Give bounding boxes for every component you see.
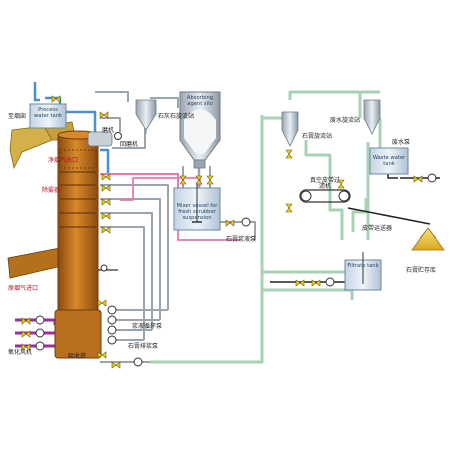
- gypsum-slurry-line: [120, 177, 201, 201]
- bleed-pump: [133, 357, 143, 367]
- label-belt-conveyor: 皮带运送器: [362, 225, 393, 232]
- label-waste-water-tank: Waste water tank: [372, 155, 406, 167]
- wastewater-cyclone: [363, 99, 381, 135]
- mill-to-cyclone: [100, 117, 121, 132]
- label-mixer-vessel: Mixer vessel for fresh scrubber suspensi…: [176, 203, 218, 221]
- recirc-4: [100, 226, 145, 340]
- ball-mill: [87, 131, 113, 147]
- ox-fan-2: [35, 328, 45, 338]
- recirc-pumps: [110, 309, 168, 341]
- label-demister: 除雾器: [42, 187, 61, 194]
- label-reheater: 至烟囱: [8, 113, 27, 120]
- raw-gas-duct: [7, 247, 63, 279]
- waste-water-tank-shape: [369, 147, 409, 175]
- recirc-1: [100, 184, 169, 310]
- gypsum-slurry-pump-shape: [241, 217, 251, 227]
- green-top: [288, 90, 362, 118]
- absorbing-agent-silo: [179, 91, 221, 169]
- green-filtrate-to-belt: [351, 198, 368, 232]
- label-oxidation-fan: 氧化风机: [8, 349, 33, 356]
- label-gypsum-bleed-pump: 石膏排浆泵: [128, 343, 159, 350]
- absorber-sump: [54, 309, 102, 359]
- label-wastewater-cyclone: 废水旋流站: [330, 117, 361, 124]
- cyclone-feed: [95, 91, 129, 102]
- label-process-water-tank: Process water tank: [34, 107, 62, 119]
- label-gypsum-storage: 石膏贮存库: [406, 267, 437, 274]
- label-raw-gas-inlet: 原烟气进口: [8, 285, 39, 292]
- recirc-pump-2: [107, 315, 117, 325]
- pink-to-filtrate: [177, 226, 240, 241]
- label-absorber: 吸收塔: [68, 353, 87, 360]
- gypsum-cyclone: [281, 111, 299, 147]
- vacuum-belt-filter: [299, 189, 351, 203]
- mixer-vessel: [173, 182, 221, 231]
- mill-pump: [114, 132, 122, 140]
- gypsum-pile: [411, 227, 445, 251]
- cyclone-underflow: [112, 128, 146, 149]
- absorber-tower: [54, 130, 118, 359]
- green-right-down: [304, 140, 344, 240]
- ox-air-1: [15, 318, 57, 325]
- pink-return: [100, 173, 179, 188]
- label-limestone-cyclone: 石灰石旋流站: [158, 113, 195, 120]
- mill-water-line: [65, 110, 97, 135]
- belt-to-storage: [347, 207, 431, 225]
- recirc-2: [100, 198, 161, 320]
- recirc-3: [100, 212, 153, 330]
- label-gypsum-slurry-pump: 石膏浆液泵: [226, 236, 257, 243]
- absorber-water-line: [100, 148, 110, 173]
- process-water-line: [33, 82, 40, 102]
- green-return-low: [262, 288, 354, 300]
- filtrate-tank-shape: [344, 252, 382, 291]
- cyclone-overflow: [150, 97, 179, 108]
- label-wastewater-pump: 废水泵: [392, 139, 411, 146]
- green-main: [150, 115, 264, 364]
- label-gypsum-cyclone: 石膏旋流站: [302, 133, 333, 140]
- demister-zone: [59, 149, 97, 169]
- label-absorbing-agent-silo: Absorbing agent silo: [186, 95, 214, 107]
- label-vacuum-belt-filter: 真空皮带过滤机: [310, 177, 341, 190]
- ox-fan-1: [35, 315, 45, 325]
- recirc-pump-4: [107, 335, 117, 345]
- wastewater-pump-shape: [427, 173, 437, 183]
- recirc-pump-3: [107, 325, 117, 335]
- label-slurry-recirc-pump: 浆液循环泵: [132, 323, 163, 330]
- label-clean-gas-outlet: 净烟气出口: [48, 157, 79, 164]
- valves: [21, 95, 423, 369]
- clean-gas-duct: [9, 125, 53, 170]
- label-filtrate-tank: Filtrate tank: [347, 263, 379, 269]
- label-mill: 磨机: [102, 127, 115, 134]
- ox-fan-3: [35, 341, 45, 351]
- pumps: [35, 132, 437, 367]
- label-return-mill: 回磨机: [120, 141, 139, 148]
- recirc-pump-1: [107, 305, 117, 315]
- limestone-cyclone: [135, 99, 157, 134]
- process-water-tank: [29, 103, 67, 129]
- filtrate-pump: [325, 277, 335, 287]
